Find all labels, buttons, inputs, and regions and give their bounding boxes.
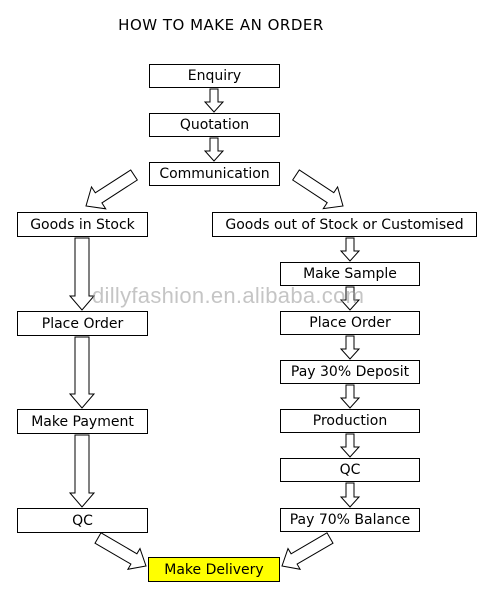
arrow-right-4: [339, 384, 361, 409]
arrow-right-3: [339, 335, 361, 360]
step-pay-deposit: Pay 30% Deposit: [280, 360, 420, 384]
step-right-qc: QC: [280, 458, 420, 482]
step-production: Production: [280, 409, 420, 433]
arrow-right-delivery: [281, 532, 334, 570]
step-pay-balance: Pay 70% Balance: [280, 508, 420, 532]
arrow-left-2: [68, 336, 96, 409]
step-right-place-order: Place Order: [280, 311, 420, 335]
step-communication: Communication: [149, 162, 280, 186]
arrow-right-5: [339, 433, 361, 458]
arrow-right-1: [339, 237, 361, 262]
arrow-left-3: [68, 434, 96, 508]
arrow-quotation-communication: [203, 137, 225, 162]
arrow-right-2: [339, 286, 361, 311]
arrow-communication-left: [85, 169, 138, 210]
step-make-payment: Make Payment: [17, 409, 148, 434]
step-make-delivery: Make Delivery: [148, 557, 280, 582]
step-enquiry: Enquiry: [149, 64, 280, 88]
arrow-enquiry-quotation: [203, 88, 225, 113]
arrow-left-delivery: [94, 532, 147, 570]
arrow-communication-right: [292, 169, 344, 210]
watermark: dillyfashion.en.alibaba.com: [92, 283, 365, 308]
step-goods-out-of-stock: Goods out of Stock or Customised: [212, 212, 477, 237]
arrow-right-6: [339, 482, 361, 508]
step-left-place-order: Place Order: [17, 311, 148, 336]
page-title: HOW TO MAKE AN ORDER: [118, 16, 324, 34]
step-left-qc: QC: [17, 508, 148, 533]
step-make-sample: Make Sample: [280, 262, 420, 286]
step-quotation: Quotation: [149, 113, 280, 137]
arrow-left-1: [68, 237, 96, 311]
step-goods-in-stock: Goods in Stock: [17, 212, 148, 237]
